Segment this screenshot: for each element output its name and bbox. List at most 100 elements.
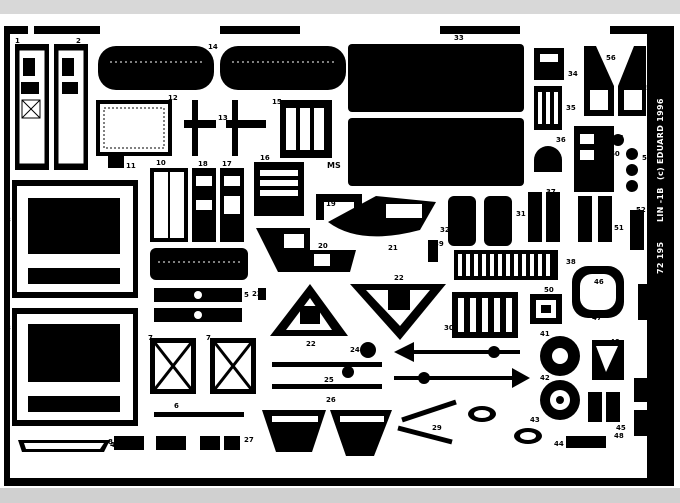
- svg-text:55: 55: [646, 84, 656, 92]
- svg-text:3: 3: [6, 216, 11, 224]
- part-2: [54, 44, 88, 170]
- part-50: [578, 196, 612, 242]
- part-12: [96, 100, 172, 156]
- svg-text:28: 28: [276, 444, 286, 452]
- part-36: [534, 146, 562, 172]
- part-42: [540, 380, 580, 420]
- part-35: [534, 86, 562, 130]
- part-4: [18, 440, 110, 452]
- part-40: [592, 340, 624, 380]
- svg-text:45: 45: [616, 424, 626, 432]
- part-3-upper: [12, 180, 138, 298]
- ms-stamp: MS: [327, 161, 341, 170]
- part-19: [316, 194, 362, 220]
- svg-text:1: 1: [15, 37, 20, 45]
- svg-text:41: 41: [540, 330, 550, 338]
- part-60: [638, 284, 650, 320]
- part-34: [534, 48, 564, 80]
- part-21: [328, 196, 436, 237]
- svg-text:34: 34: [568, 70, 578, 78]
- svg-text:11: 11: [126, 162, 136, 170]
- svg-text:49: 49: [652, 410, 662, 418]
- svg-text:35: 35: [566, 104, 576, 112]
- svg-text:47: 47: [592, 314, 602, 322]
- svg-text:40: 40: [610, 338, 620, 346]
- subject-name: LIN -1B: [656, 187, 665, 222]
- svg-text:7: 7: [148, 334, 153, 342]
- svg-text:4: 4: [110, 441, 115, 449]
- svg-text:60: 60: [610, 150, 620, 158]
- svg-text:15: 15: [272, 98, 282, 106]
- part-27: [200, 436, 220, 450]
- svg-text:12: 12: [168, 94, 178, 102]
- svg-text:2: 2: [76, 37, 81, 45]
- svg-text:3: 3: [6, 324, 11, 332]
- svg-text:8: 8: [108, 438, 113, 446]
- svg-text:58: 58: [656, 312, 666, 320]
- svg-text:13: 13: [218, 114, 228, 122]
- part-9: [150, 248, 248, 280]
- part-30: [452, 292, 518, 338]
- part-13: [184, 100, 266, 156]
- part-25: [272, 362, 382, 389]
- svg-text:6: 6: [174, 402, 179, 410]
- part-56: [330, 410, 392, 456]
- svg-text:22: 22: [394, 274, 404, 282]
- svg-text:25: 25: [324, 376, 334, 384]
- part-14a: [98, 46, 214, 90]
- part-18: [192, 168, 216, 242]
- svg-text:36: 36: [556, 136, 566, 144]
- part-39: [454, 250, 558, 280]
- svg-text:52: 52: [636, 206, 646, 214]
- part-22b: [350, 284, 446, 340]
- part-33-upper: [348, 44, 524, 112]
- svg-text:14: 14: [208, 43, 218, 51]
- part-31: [448, 196, 512, 246]
- part-26a: [394, 342, 520, 362]
- svg-text:31: 31: [516, 210, 526, 218]
- part-29: [397, 399, 457, 445]
- part-22a: [270, 284, 348, 336]
- part-15: [280, 100, 332, 158]
- svg-text:56: 56: [606, 54, 616, 62]
- part-26b: [394, 368, 530, 388]
- svg-text:44: 44: [554, 440, 564, 448]
- svg-text:9: 9: [242, 262, 247, 270]
- part-47b: [606, 392, 620, 422]
- part-49: [530, 294, 562, 324]
- part-7a: [150, 338, 196, 394]
- part-32: [528, 192, 560, 242]
- svg-text:37: 37: [546, 188, 556, 196]
- svg-text:51: 51: [614, 224, 624, 232]
- part-3-lower: [12, 308, 138, 426]
- svg-text:5: 5: [244, 291, 249, 299]
- part-55: [584, 46, 614, 116]
- svg-text:46: 46: [594, 278, 604, 286]
- svg-text:22: 22: [306, 340, 316, 348]
- part-51: [630, 210, 644, 250]
- part-43: [468, 406, 542, 444]
- part-23: [258, 288, 266, 300]
- svg-text:18: 18: [198, 160, 208, 168]
- part-38: [428, 240, 438, 262]
- part-44: [566, 436, 606, 448]
- svg-text:43: 43: [530, 416, 540, 424]
- svg-text:38: 38: [566, 258, 576, 266]
- svg-text:21: 21: [388, 244, 398, 252]
- svg-text:20: 20: [318, 242, 328, 250]
- part-8: [114, 436, 144, 450]
- part-33-lower: [348, 118, 524, 186]
- svg-text:57: 57: [362, 444, 372, 452]
- part-number-labels: 1 2 3 3 4 5 6 7 7 8 9 10 11 12 13 14 15 …: [6, 34, 666, 452]
- part-10: [150, 168, 188, 242]
- part-5: [154, 288, 242, 322]
- part-11: [108, 156, 124, 168]
- part-28: [262, 410, 326, 452]
- part-1: [15, 44, 49, 170]
- svg-text:32: 32: [440, 226, 450, 234]
- svg-text:29: 29: [432, 424, 442, 432]
- part-6: [154, 412, 244, 417]
- part-14b: [220, 46, 346, 90]
- copyright-text: (c) EDUARD 1996: [656, 98, 665, 180]
